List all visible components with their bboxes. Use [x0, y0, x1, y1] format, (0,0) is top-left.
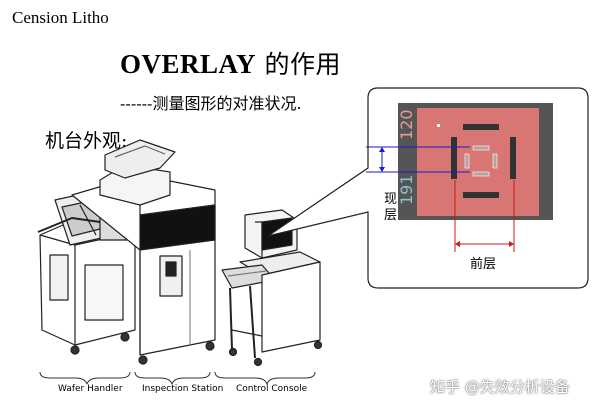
inset-digits-left: 191 [397, 174, 416, 205]
title-en: OVERLAY [120, 49, 257, 79]
control-console-unit [221, 209, 323, 367]
inset-digits-top: 120 [397, 109, 416, 140]
label-inspection-station: Inspection Station [142, 384, 224, 394]
watermark: 知乎 @失效分析设备 [430, 378, 570, 396]
title-cn: 的作用 [256, 50, 341, 79]
outer-bar-top [463, 124, 499, 130]
previous-layer-label: 前层 [470, 256, 496, 272]
outer-bar-left [451, 137, 457, 179]
slide-subtitle: ------测量图形的对准状况. [120, 94, 302, 113]
inner-box-target [464, 145, 498, 177]
company-name: Cension Litho [12, 8, 109, 27]
inspection-station-unit [71, 139, 216, 365]
machine-appearance-label: 机台外观: [45, 130, 128, 152]
outer-bar-right [510, 137, 516, 179]
overlay-target-inset: 120 191 [366, 103, 553, 252]
inset-dot [437, 124, 440, 127]
label-control-console: Control Console [236, 384, 308, 394]
wafer-handler-unit [37, 189, 136, 355]
station-brackets [39, 371, 316, 385]
label-wafer-handler: Wafer Handler [58, 384, 123, 394]
current-layer-label: 现 层 [384, 192, 401, 223]
outer-bar-bottom [463, 192, 499, 198]
slide-title: OVERLAY 的作用 [120, 45, 341, 81]
